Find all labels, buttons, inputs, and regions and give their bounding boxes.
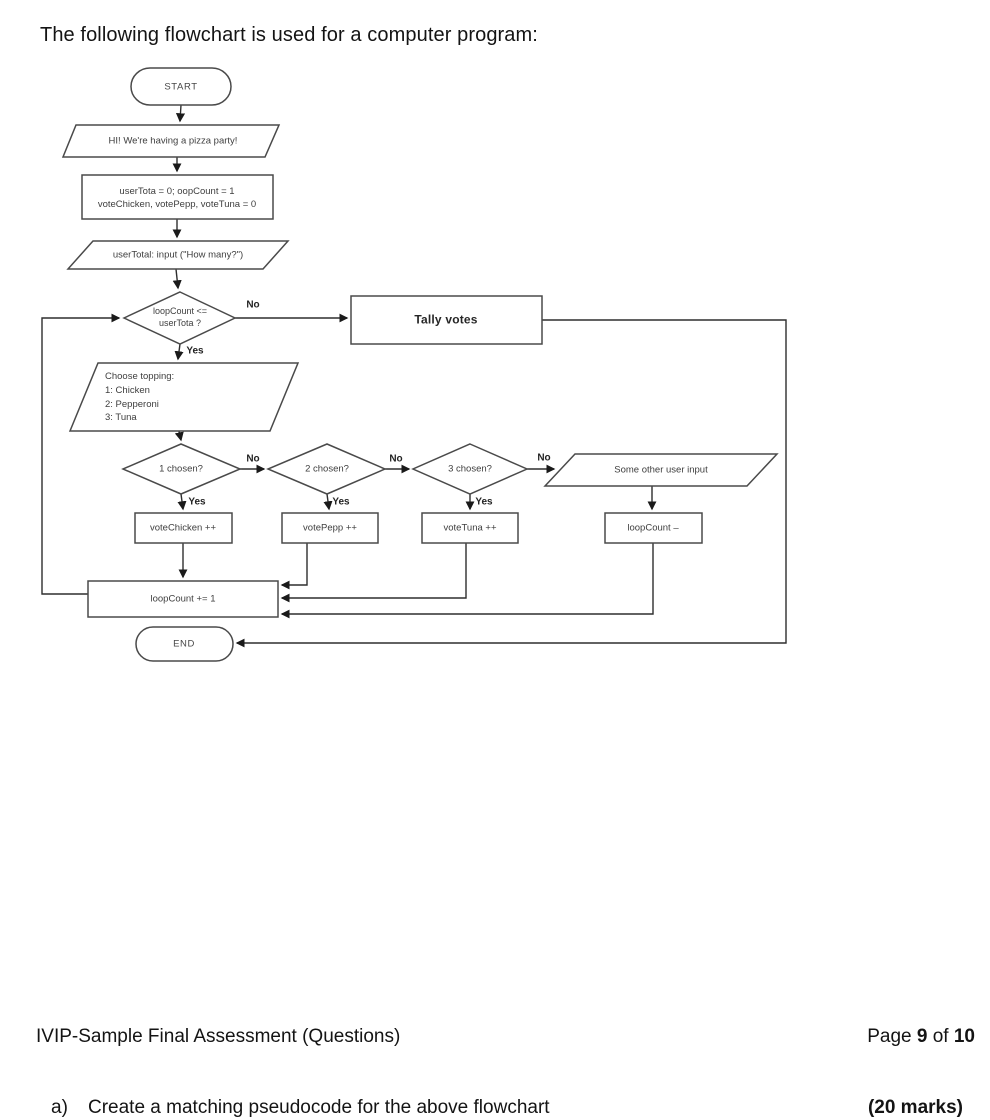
yes-label-3: Yes [475,496,493,508]
vote-chicken-process-shape [134,512,233,544]
footer-document-title: IVIP-Sample Final Assessment (Questions) [36,1026,401,1047]
loop-decr-label: loopCount – [627,522,679,534]
choose-io-shape [68,362,300,432]
greeting-io-shape [61,124,281,158]
vote-tuna-label: voteTuna ++ [443,522,497,534]
footer-page-number: 9 [916,1026,928,1047]
choose-line1: Choose topping: [105,371,175,382]
loop-decr-process-shape [604,512,703,544]
tally-label: Tally votes [414,312,478,327]
tally-process-shape [350,295,543,345]
loopcheck-label: loopCount <= userTota ? [153,305,207,329]
start-label: START [164,81,198,93]
loopcheck-decision-shape [122,291,237,345]
edge-decr-to-incr [280,543,654,619]
footer-page-indicator: Page 9 of 10 [867,1026,975,1048]
loopcheck-line1: loopCount <= [152,306,208,316]
page-title: The following flowchart is used for a co… [40,24,538,46]
other-input-label: Some other user input [614,464,708,476]
edge-tally-to-end [235,319,787,648]
chosen1-label: 1 chosen? [159,463,203,475]
yes-label-main: Yes [186,345,204,357]
edge-tuna-to-incr [280,543,467,603]
edge-chosen1-yes [177,493,187,511]
chosen2-label: 2 chosen? [305,463,349,475]
no-label-2: No [389,453,403,465]
loopcheck-line2: userTota ? [158,318,202,328]
footer-page-prefix: Page [867,1026,917,1047]
chosen3-label: 3 chosen? [448,463,492,475]
edge-incr-loopback [41,313,121,595]
vote-pepp-process-shape [281,512,379,544]
greeting-label: HI! We're having a pizza party! [108,135,238,147]
chosen2-decision-shape [266,443,387,495]
init-line1: userTota = 0; oopCount = 1 [119,186,235,197]
choose-line2: 1: Chicken [105,384,150,396]
footer-page-total: 10 [953,1026,975,1047]
end-label: END [173,638,195,650]
flowchart-diagram [41,67,787,662]
question-a-row: a) Create a matching pseudocode for the … [51,1097,963,1119]
yes-label-2: Yes [332,496,350,508]
no-label-main: No [246,299,260,311]
other-input-io-shape [543,453,779,487]
chosen1-decision-shape [121,443,242,495]
vote-chicken-label: voteChicken ++ [149,522,217,534]
question-letter: a) [51,1097,68,1118]
vote-pepp-label: votePepp ++ [303,522,357,534]
loop-incr-label: loopCount += 1 [150,593,216,605]
loop-incr-process-shape [87,580,279,618]
edge-input-to-loopcheck [172,268,182,290]
question-marks: (20 marks) [867,1097,963,1118]
edge-loopcheck-yes-to-choose [174,343,184,361]
init-process-shape [81,174,274,220]
start-terminator-shape [130,67,232,106]
edge-chosen2-yes [323,493,333,511]
choose-line3: 2: Pepperoni [105,398,159,410]
init-line2: voteChicken, votePepp, voteTuna = 0 [97,199,257,210]
init-label: userTota = 0; oopCount = 1 voteChicken, … [98,185,256,211]
chosen3-decision-shape [411,443,529,495]
choose-line4: 3: Tuna [105,412,137,424]
edge-choose-to-chosen1 [174,430,184,442]
edge-start-to-greeting [175,104,186,123]
edge-pepp-to-incr [280,543,308,590]
footer-page-of: of [927,1026,954,1047]
yes-label-1: Yes [188,496,206,508]
question-text: Create a matching pseudocode for the abo… [88,1097,550,1118]
input-io-shape [66,240,290,270]
choose-topping-label: Choose topping: 1: Chicken 2: Pepperoni … [105,370,174,425]
input-total-label: userTotal: input ("How many?") [112,249,244,261]
vote-tuna-process-shape [421,512,519,544]
no-label-3: No [537,452,551,464]
end-terminator-shape [135,626,234,662]
no-label-1: No [246,453,260,465]
